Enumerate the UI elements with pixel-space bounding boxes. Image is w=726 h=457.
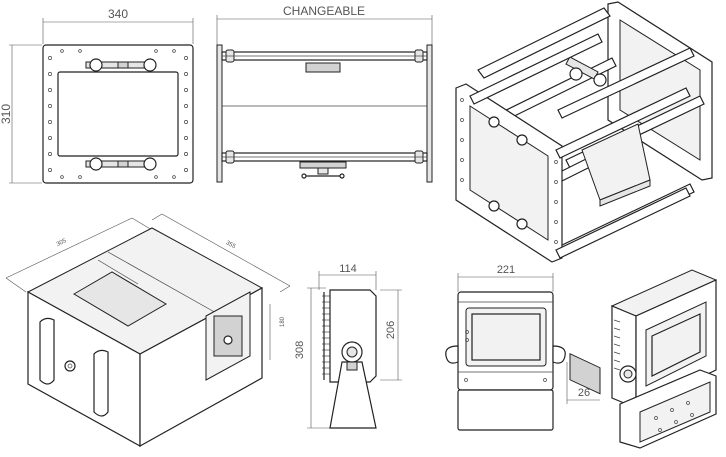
dimension-depth-114: 114 (339, 263, 357, 275)
dimension-width-340: 340 (108, 7, 128, 21)
dimension-width-221: 221 (497, 264, 515, 276)
enclosure-isometric-view (610, 269, 718, 449)
dimension-height-180: 180 (280, 316, 286, 327)
dimension-body-height-206: 206 (385, 321, 397, 339)
dimension-total-height-308: 308 (294, 341, 306, 359)
enclosure-front-view: 221 26 (445, 264, 600, 431)
dimension-width-355: 355 (225, 240, 237, 250)
dimension-height-310: 310 (0, 104, 13, 124)
dimension-offset-26: 26 (578, 387, 590, 399)
housing-isometric-view: 305 355 180 (5, 213, 291, 448)
frame-front-view: 340 310 (0, 7, 194, 184)
dimension-changeable: CHANGEABLE (283, 4, 365, 18)
frame-isometric-view (455, 1, 713, 395)
frame-side-view: CHANGEABLE (216, 4, 433, 183)
enclosure-side-view: 114 308 206 (294, 263, 402, 429)
dimension-depth-305: 305 (56, 238, 68, 248)
